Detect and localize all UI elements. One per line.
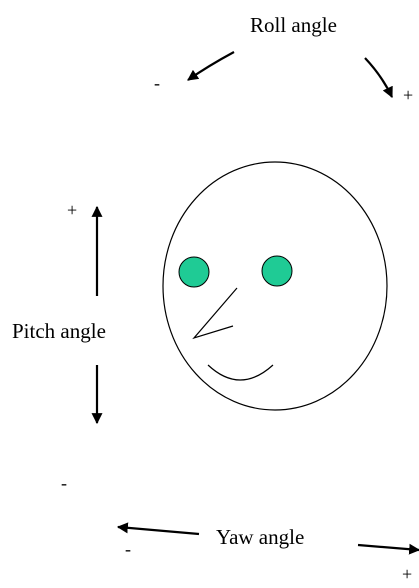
yaw-arrow-right	[358, 545, 419, 550]
mouth	[208, 365, 273, 380]
nose	[194, 288, 237, 338]
yaw-minus-sign: -	[125, 540, 131, 558]
roll-arrow-minus	[188, 52, 234, 80]
roll-angle-label: Roll angle	[250, 15, 337, 36]
yaw-angle-label: Yaw angle	[216, 527, 304, 548]
roll-arrow-plus	[365, 58, 392, 97]
pitch-angle-label: Pitch angle	[12, 321, 106, 342]
right-eye	[262, 256, 292, 286]
yaw-arrow-left	[118, 527, 199, 534]
left-eye	[179, 257, 209, 287]
roll-minus-sign: -	[154, 74, 160, 92]
yaw-plus-sign: +	[402, 565, 412, 583]
pitch-minus-sign: -	[61, 474, 67, 492]
pitch-plus-sign: +	[67, 201, 77, 219]
roll-plus-sign: +	[403, 86, 413, 104]
